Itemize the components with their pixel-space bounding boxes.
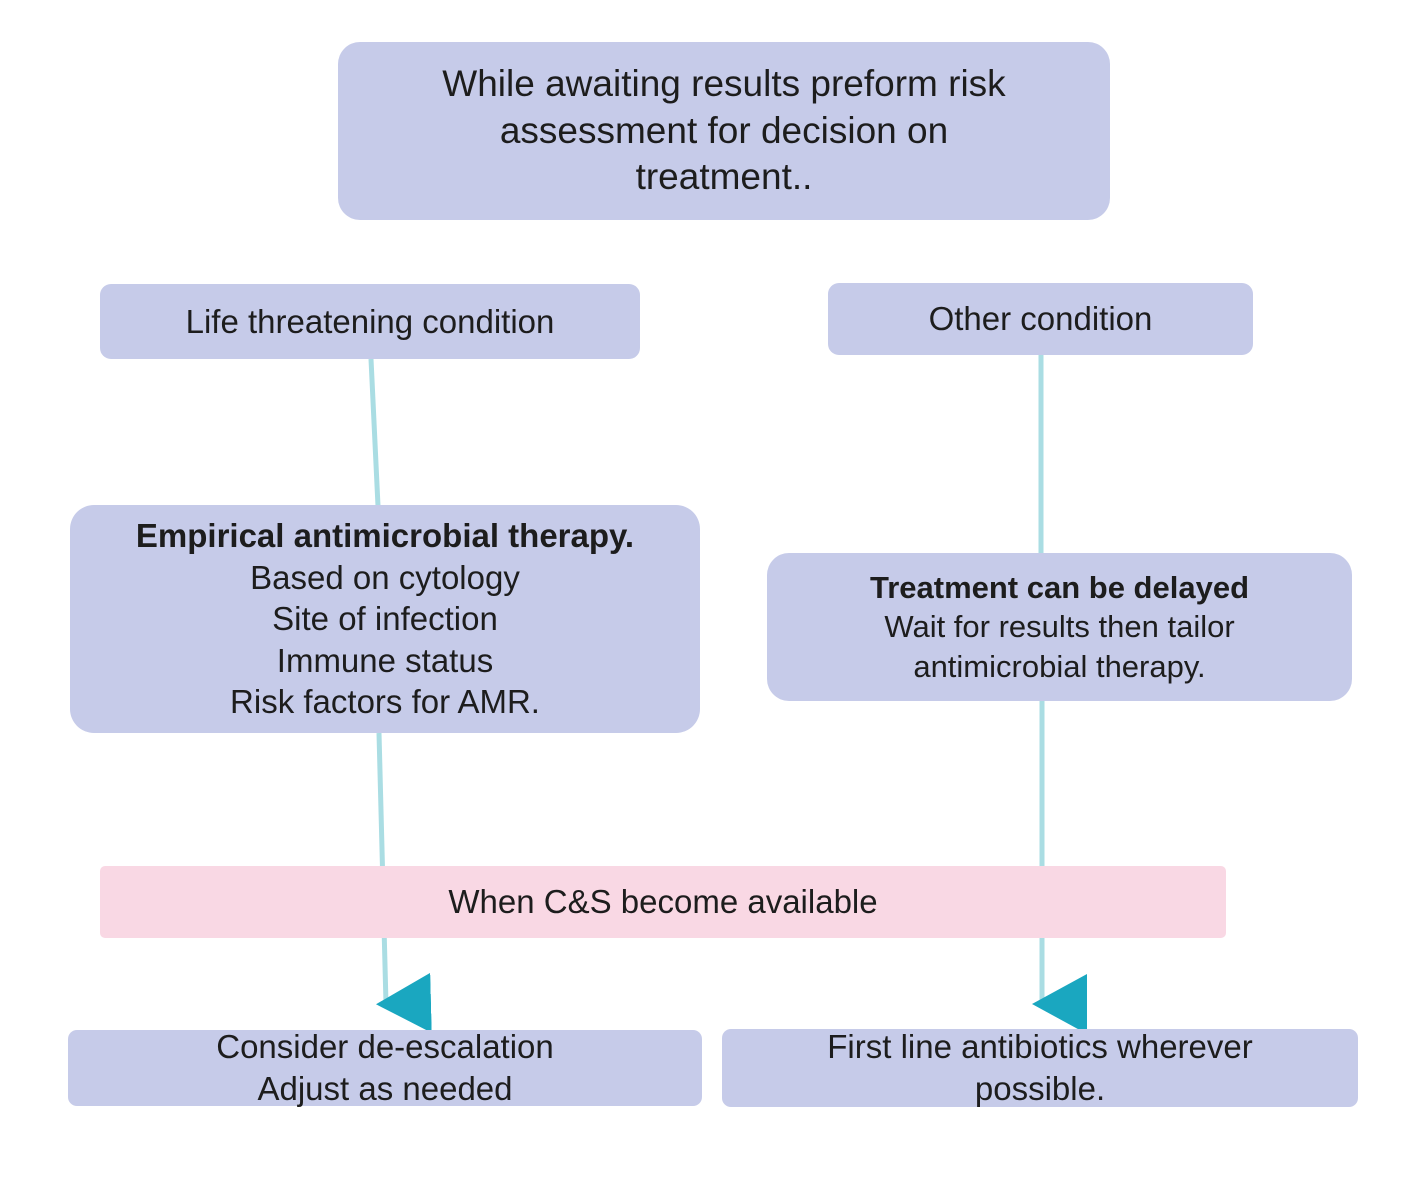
node-treatment-delayed-heading: Treatment can be delayed xyxy=(869,570,1250,606)
node-risk-assessment-line-3: treatment.. xyxy=(635,156,813,198)
node-consider-de-escalation[interactable]: Consider de-escalation Adjust as needed xyxy=(68,1028,702,1107)
node-empirical-antimicrobial-therapy[interactable]: Empirical antimicrobial therapy. Based o… xyxy=(70,505,700,733)
node-empirical-therapy-heading: Empirical antimicrobial therapy. xyxy=(135,517,635,555)
banner-cs-available-label: When C&S become available xyxy=(448,883,878,920)
node-first-line-line-1: First line antibiotics wherever xyxy=(827,1028,1253,1066)
node-empirical-therapy-line-2: Site of infection xyxy=(272,600,498,638)
node-risk-assessment[interactable]: While awaiting results preform risk asse… xyxy=(338,42,1110,220)
banner-when-cs-become-available[interactable]: When C&S become available xyxy=(100,866,1226,938)
node-first-line-antibiotics[interactable]: First line antibiotics wherever possible… xyxy=(722,1028,1358,1107)
node-empirical-therapy-line-4: Risk factors for AMR. xyxy=(230,683,540,721)
node-life-threatening-label: Life threatening condition xyxy=(185,302,555,340)
node-deescalation-line-1: Consider de-escalation xyxy=(216,1028,554,1066)
node-other-condition[interactable]: Other condition xyxy=(828,283,1253,355)
node-risk-assessment-line-2: assessment for decision on xyxy=(499,109,949,151)
node-risk-assessment-line-1: While awaiting results preform risk xyxy=(442,63,1006,105)
node-empirical-therapy-line-1: Based on cytology xyxy=(250,558,520,596)
node-other-condition-label: Other condition xyxy=(928,300,1153,338)
node-empirical-therapy-line-3: Immune status xyxy=(276,641,494,679)
node-deescalation-line-2: Adjust as needed xyxy=(257,1070,513,1107)
connector-life-to-empirical xyxy=(368,358,381,507)
node-life-threatening-condition[interactable]: Life threatening condition xyxy=(100,284,640,359)
node-treatment-can-be-delayed[interactable]: Treatment can be delayed Wait for result… xyxy=(767,553,1352,701)
node-treatment-delayed-line-1: Wait for results then tailor xyxy=(884,609,1235,645)
node-first-line-line-2: possible. xyxy=(974,1070,1106,1107)
node-treatment-delayed-line-2: antimicrobial therapy. xyxy=(913,648,1206,684)
